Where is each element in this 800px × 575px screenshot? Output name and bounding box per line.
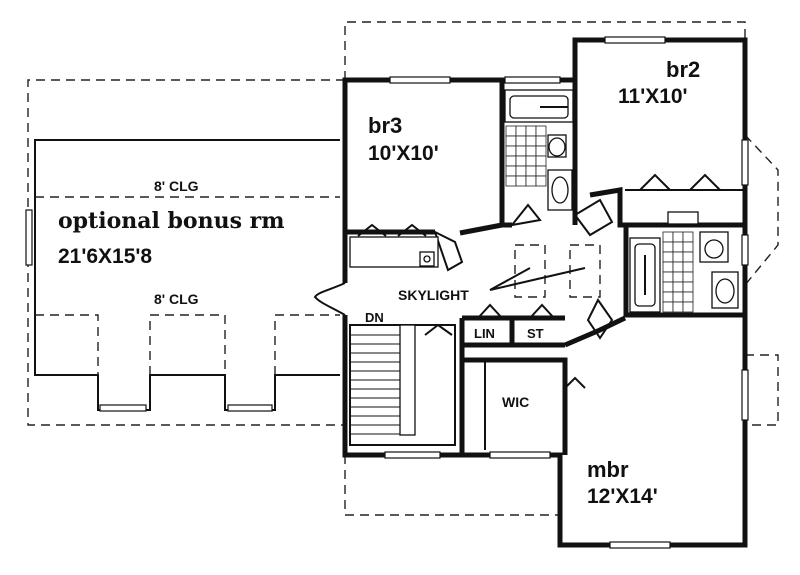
floor-tile [682, 251, 694, 263]
room-size-mbr: 12'X14' [587, 485, 658, 508]
floor-tile [662, 281, 674, 293]
floor-tile [682, 301, 694, 313]
skylights [489, 244, 601, 298]
stairs-down-label: DN [365, 310, 384, 325]
floor-tile [515, 175, 527, 187]
floor-tile [515, 145, 527, 157]
floor-tile [662, 231, 674, 243]
labels: br3 10'X10' br2 11'X10' mbr 12'X14' opti… [58, 57, 700, 508]
interior-walls [345, 187, 745, 455]
room-size-bonus: 21'6X15'8 [58, 245, 152, 268]
floor-tile [525, 155, 537, 167]
floor-tile [525, 165, 537, 177]
floor-tile [682, 271, 694, 283]
floor-tile [505, 125, 517, 137]
room-name-br3: br3 [368, 113, 402, 138]
floor-tile [672, 301, 684, 313]
floor-tile [662, 251, 674, 263]
floor-tile [505, 155, 517, 167]
small-closets [477, 303, 586, 389]
floor-tile [672, 251, 684, 263]
roof-outline [27, 21, 779, 516]
floor-tile [505, 175, 517, 187]
dormer-outline-1 [35, 314, 99, 375]
dormer-outline-2 [149, 314, 226, 375]
floor-tile [682, 231, 694, 243]
floor-tile [525, 175, 537, 187]
floor-tile [515, 155, 527, 167]
floor-tile [535, 175, 547, 187]
window-bonus-2 [227, 404, 273, 412]
window-bonus-west [25, 209, 33, 266]
floor-tile [662, 271, 674, 283]
floor-tile [672, 271, 684, 283]
walk-in-closet-label: WIC [502, 394, 529, 410]
stairs [349, 323, 456, 446]
floor-tile [682, 281, 694, 293]
floor-tile [672, 231, 684, 243]
skylight-label: SKYLIGHT [398, 287, 469, 303]
floor-tile [682, 261, 694, 273]
storage-closet-label: ST [527, 326, 544, 341]
floor-tile [505, 165, 517, 177]
room-name-bonus: optional bonus rm [58, 208, 284, 234]
floor-tile [535, 155, 547, 167]
room-name-br2: br2 [666, 57, 700, 82]
floor-tile [535, 165, 547, 177]
linen-closet-label: LIN [474, 326, 495, 341]
window-br2-north [604, 36, 666, 44]
window-br2-east [741, 139, 749, 186]
floor-tile [672, 261, 684, 273]
floor-tile [682, 291, 694, 303]
floor-tile [505, 135, 517, 147]
br2-closet [639, 173, 721, 225]
floor-tile [525, 125, 537, 137]
floor-tile [525, 145, 537, 157]
floor-tile [515, 165, 527, 177]
skylight-left [514, 244, 546, 298]
floor-tile [515, 135, 527, 147]
floor-tile [662, 291, 674, 303]
room-name-mbr: mbr [587, 457, 629, 482]
dormer-outline-3 [274, 314, 340, 375]
floor-tile [662, 301, 674, 313]
windows [384, 36, 749, 549]
floor-tile [525, 135, 537, 147]
window-mbr-east [741, 369, 749, 421]
floor-tile [662, 241, 674, 253]
floor-tile [662, 261, 674, 273]
room-size-br3: 10'X10' [368, 142, 439, 165]
br3-closet [349, 223, 439, 268]
floor-tile [515, 125, 527, 137]
bath-hall [504, 89, 574, 211]
floor-tile [505, 145, 517, 157]
window-mbath-east [741, 234, 749, 266]
window-mbr-south [609, 541, 671, 549]
door-swings [313, 198, 614, 340]
window-bonus-1 [99, 404, 147, 412]
floor-tile [672, 241, 684, 253]
floor-tile [535, 145, 547, 157]
floor-tile [682, 241, 694, 253]
bath-master [629, 231, 739, 313]
window-br3 [389, 76, 451, 84]
bonus-room [25, 139, 340, 412]
ceiling-label-top: 8' CLG [154, 178, 199, 194]
ceiling-label-bottom: 8' CLG [154, 291, 199, 307]
window-wic-south [489, 451, 551, 459]
window-stair-south [384, 451, 441, 459]
room-size-br2: 11'X10' [618, 85, 688, 108]
floor-tile [535, 125, 547, 137]
window-bath [504, 76, 561, 84]
floor-tile [672, 291, 684, 303]
floor-tile [672, 281, 684, 293]
floor-tile [535, 135, 547, 147]
